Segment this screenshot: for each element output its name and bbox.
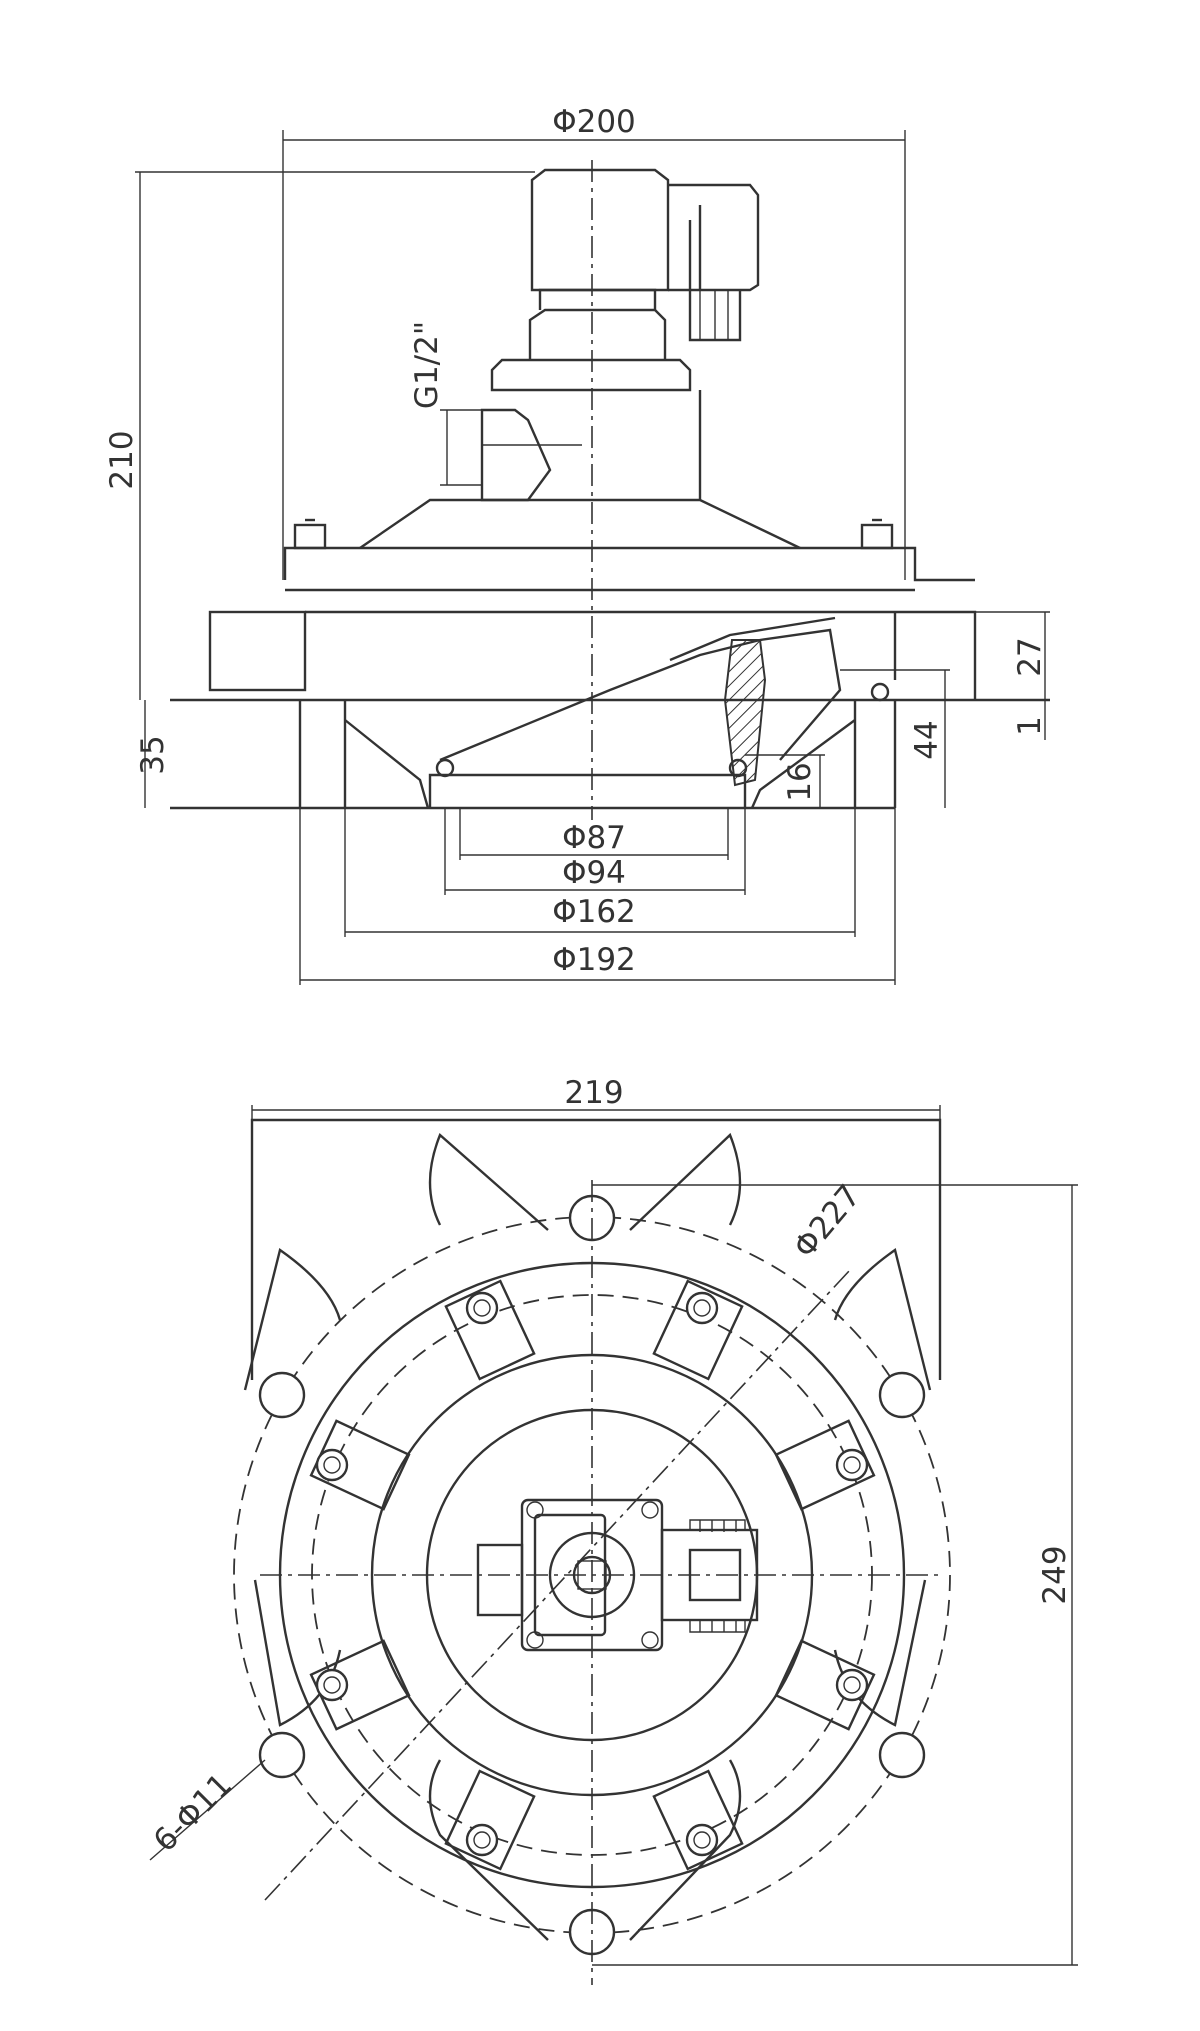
dim-seat-height: 16 (782, 762, 818, 801)
flange-lobes (243, 1132, 932, 1941)
right-housing (893, 610, 977, 700)
coil (530, 168, 670, 292)
dim-inlet-thread: G1/2" (409, 321, 445, 409)
pilot-stem (538, 288, 657, 310)
mount-hole (878, 1371, 926, 1419)
dim-outlet-outer: Φ94 (562, 855, 626, 891)
dim-holes: 6-Φ11 (147, 1767, 239, 1859)
cover-screw (652, 1279, 744, 1381)
bolt-right (860, 523, 894, 550)
mount-hole (258, 1731, 306, 1779)
pilot-housing (490, 358, 692, 392)
cover-screw (444, 1279, 536, 1381)
holes-leader (149, 1759, 266, 1861)
outlet-walls (298, 700, 897, 808)
cover-outline (283, 546, 975, 582)
flange-outer-rim (250, 1118, 942, 1380)
right-funnel (750, 719, 856, 809)
dim-plan-height: 249 (1037, 1545, 1073, 1604)
dim-flange-height: 27 (1012, 637, 1048, 676)
cover-cone (359, 498, 801, 550)
inlet-port (480, 408, 552, 502)
dim-flange-inner: Φ162 (552, 894, 636, 930)
diaphragm-slope (439, 628, 842, 762)
cover-screw (309, 1639, 411, 1731)
dim-flange-outer: Φ192 (552, 942, 636, 978)
seat-oring-left (435, 758, 455, 778)
dim-plan-width: 219 (564, 1075, 623, 1111)
bolt-left (293, 523, 327, 550)
dim-flange-gap: 1 (1012, 716, 1048, 736)
pilot-neck (528, 308, 667, 360)
side-view: Φ200 210 G1/2" 35 27 1 44 16 Φ87 Φ9 (104, 104, 1050, 985)
diaphragm-cup (669, 616, 836, 662)
dim-overall-diameter: Φ200 (552, 104, 636, 140)
dim-outlet-inner: Φ87 (562, 820, 626, 856)
plan-diagonal (264, 1269, 851, 1901)
dim-overall-height: 210 (104, 430, 140, 489)
mount-hole (878, 1731, 926, 1779)
mount-hole (258, 1371, 306, 1419)
left-block (208, 610, 307, 692)
cover-screw (774, 1419, 876, 1511)
cover-screw (774, 1639, 876, 1731)
groove-oring (870, 682, 890, 702)
cover-screw (444, 1769, 536, 1871)
connector-ribs (699, 290, 729, 340)
dim-bolt-circle: Φ227 (787, 1178, 868, 1265)
left-funnel (344, 719, 430, 809)
dim-lower-height: 35 (135, 735, 171, 774)
valve-seat (428, 773, 747, 808)
cover-screw (309, 1419, 411, 1511)
dim-body-height: 44 (909, 720, 945, 759)
seat-wall-section (723, 639, 767, 787)
cover-screw (652, 1769, 744, 1871)
connector (668, 183, 760, 292)
seat-oring-right (728, 758, 748, 778)
plan-view: 219 249 Φ227 6-Φ11 (147, 1075, 1078, 1985)
connector-details (688, 205, 702, 290)
